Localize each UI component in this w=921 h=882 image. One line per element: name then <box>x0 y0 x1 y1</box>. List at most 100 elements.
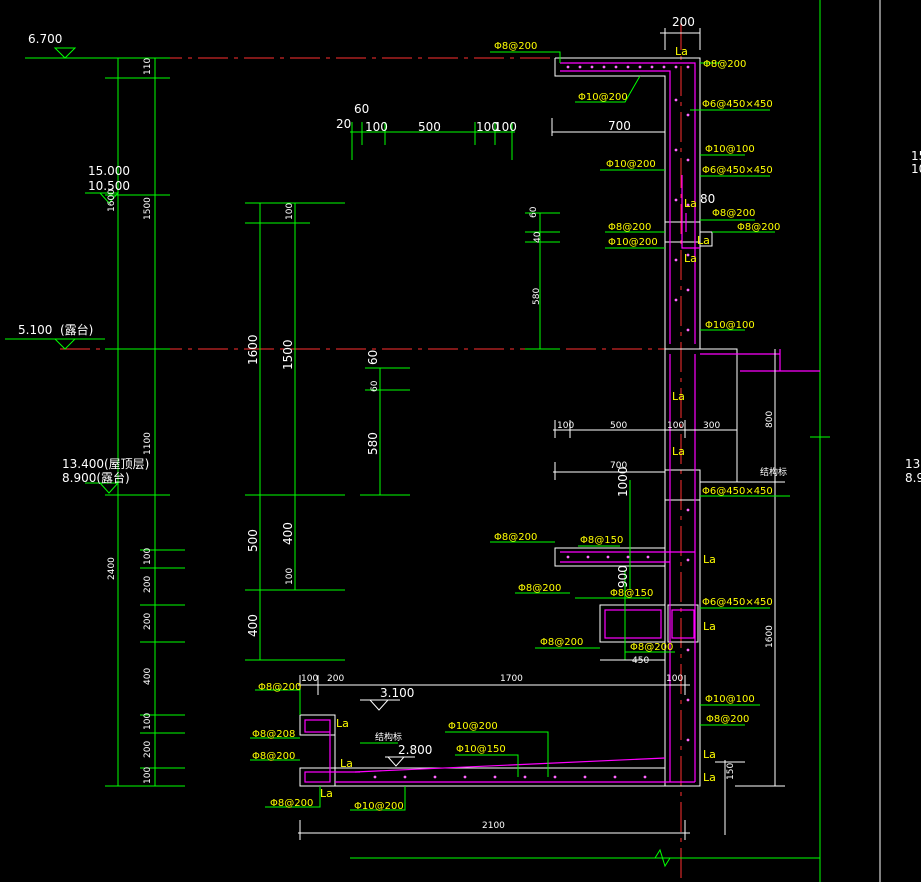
la-label-2: La <box>684 197 697 210</box>
note-2: 结构标 <box>375 731 402 743</box>
vdim-60: 60 <box>366 350 380 365</box>
vdim-1500-a: 1500 <box>281 339 295 370</box>
vdim-60-b: 60 <box>370 380 380 392</box>
elevation-top: 6.700 <box>28 32 62 46</box>
ldim-1600: 1600 <box>107 189 117 212</box>
note-labels: 结构标 结构标 <box>375 466 787 743</box>
mdim-900: 900 <box>616 565 630 588</box>
leader-lines <box>250 51 790 811</box>
la-label-3: La <box>697 234 710 247</box>
mdim-1000: 1000 <box>616 466 630 497</box>
vdim-1600-a: 1600 <box>246 334 260 365</box>
vdim-100-b: 100 <box>285 568 295 585</box>
mdim-1600: 1600 <box>765 625 775 648</box>
dim-80: 80 <box>700 192 715 206</box>
rebar-label-16: Φ8@200 <box>518 583 561 594</box>
rebar-dots <box>373 65 690 779</box>
rebar-label-8: Φ8@200 <box>712 208 755 219</box>
la-label-1: La <box>675 45 688 58</box>
rebar-label-13: Φ6@450×450 <box>702 486 773 497</box>
dim-580-a: 580 <box>532 288 542 305</box>
mdim-450: 450 <box>632 656 649 666</box>
bdim-1700: 1700 <box>500 674 523 684</box>
ldim-1500: 1500 <box>143 197 153 220</box>
rebar-label-15: Φ8@150 <box>580 535 623 546</box>
la-label-6: La <box>672 445 685 458</box>
rebar-label-20: Φ8@200 <box>630 642 673 653</box>
ldim-200-a: 200 <box>143 576 153 593</box>
elevation-mid-suffix: (露台) <box>60 322 93 337</box>
dim-40: 40 <box>533 231 543 243</box>
ldim-100-c: 100 <box>143 767 153 784</box>
la-label-4: La <box>684 252 697 265</box>
rebar-label-28: Φ8@200 <box>270 798 313 809</box>
rebar-label-23: Φ8@200 <box>258 682 301 693</box>
rebar-label-21: Φ10@100 <box>705 694 755 705</box>
rebar-label-12: Φ10@100 <box>705 320 755 331</box>
elevation-left-c: 13.400(屋顶层) <box>62 457 149 471</box>
rebar-label-19: Φ8@200 <box>540 637 583 648</box>
elevation-right-a: 15 <box>911 149 921 163</box>
mdim-800: 800 <box>765 411 775 428</box>
rebar-lines <box>304 62 820 783</box>
bdim-100-a: 100 <box>301 674 318 684</box>
rebar-label-29: Φ10@200 <box>354 801 404 812</box>
dim-top-width: 200 <box>672 15 695 29</box>
la-label-7: La <box>703 553 716 566</box>
rebar-label-6: Φ10@200 <box>606 159 656 170</box>
rebar-label-26: Φ10@150 <box>456 744 506 755</box>
rebar-label-5: Φ10@100 <box>705 144 755 155</box>
rebar-label-10: Φ8@200 <box>608 222 651 233</box>
elevation-right-c: 13. <box>905 457 921 471</box>
la-label-11: La <box>336 717 349 730</box>
bdim-100-b: 100 <box>666 674 683 684</box>
dim-100-c: 100 <box>494 120 517 134</box>
vdim-500: 500 <box>246 529 260 552</box>
vdim-580: 580 <box>366 432 380 455</box>
rebar-label-1: Φ8@200 <box>494 41 537 52</box>
rebar-labels: Φ8@200 Φ8@200 Φ10@200 Φ6@450×450 Φ10@100… <box>252 41 780 812</box>
elevation-right-d: 8.9 <box>905 471 921 485</box>
right-frame-lines <box>810 0 881 882</box>
structure-outline <box>299 57 738 787</box>
bdim-2100: 2100 <box>482 821 505 831</box>
la-label-8: La <box>703 620 716 633</box>
rebar-label-27: Φ8@200 <box>252 751 295 762</box>
rebar-label-25: Φ8@208 <box>252 729 295 740</box>
la-label-13: La <box>320 787 333 800</box>
ldim-110: 110 <box>143 58 153 75</box>
bdim-200: 200 <box>327 674 344 684</box>
mdim-700: 700 <box>610 461 627 471</box>
dim-60-b: 60 <box>529 206 539 218</box>
mdim-100-a: 100 <box>557 421 574 431</box>
dim-20: 20 <box>336 117 351 131</box>
dim-700-a: 700 <box>608 119 631 133</box>
ldim-100-a: 100 <box>143 548 153 565</box>
la-label-12: La <box>340 757 353 770</box>
rebar-label-17: Φ8@150 <box>610 588 653 599</box>
dim-100-b: 100 <box>476 120 499 134</box>
ldim-2400: 2400 <box>107 557 117 580</box>
rebar-label-22: Φ8@200 <box>706 714 749 725</box>
mdim-300: 300 <box>703 421 720 431</box>
dim-60: 60 <box>354 102 369 116</box>
dimension-labels: 200 60 20 100 500 100 100 700 80 60 40 5… <box>107 15 775 831</box>
vdim-400-b: 400 <box>246 614 260 637</box>
rebar-label-7: Φ6@450×450 <box>702 165 773 176</box>
note-1: 结构标 <box>760 466 787 478</box>
elevation-labels: 6.700 15.000 10.500 5.100 (露台) 13.400(屋顶… <box>18 32 921 757</box>
dim-500-a: 500 <box>418 120 441 134</box>
vdim-400-a: 400 <box>281 522 295 545</box>
elevation-bottom-a: 3.100 <box>380 686 414 700</box>
rebar-label-3: Φ10@200 <box>578 92 628 103</box>
rebar-label-2: Φ8@200 <box>703 59 746 70</box>
vdim-100-a: 100 <box>285 203 295 220</box>
la-label-9: La <box>703 748 716 761</box>
elevation-left-a: 15.000 <box>88 164 130 178</box>
ldim-200-c: 200 <box>143 741 153 758</box>
dim-100-a: 100 <box>365 120 388 134</box>
elevation-left-b: 10.500 <box>88 179 130 193</box>
ldim-400: 400 <box>143 668 153 685</box>
rebar-label-14: Φ8@200 <box>494 532 537 543</box>
